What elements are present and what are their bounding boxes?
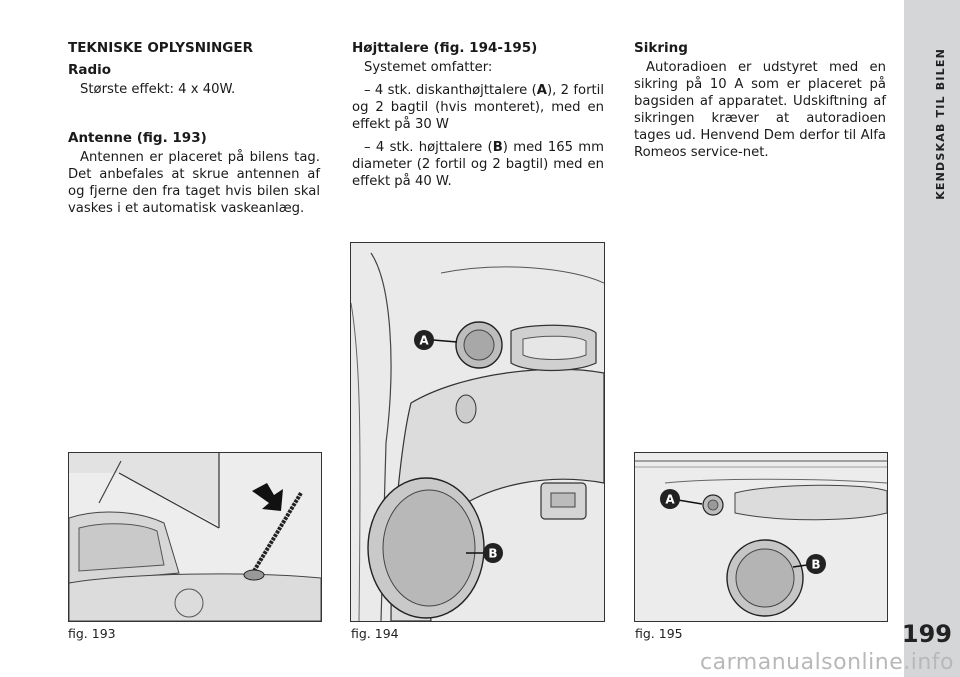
figure-194-door-speakers: A B xyxy=(350,242,605,622)
watermark: carmanualsonline.info xyxy=(700,650,954,675)
column-middle: Højttalere (fig. 194-195) Systemet omfat… xyxy=(352,40,604,196)
caption-fig-194: fig. 194 xyxy=(351,626,399,641)
antenna-text: Antennen er placeret på bilens tag. Det … xyxy=(68,150,320,216)
chapter-sidebar: KENDSKAB TIL BILEN 199 xyxy=(901,0,960,677)
caption-fig-193: fig. 193 xyxy=(68,626,116,641)
callout-a-fig195: A xyxy=(665,493,675,507)
speakers-intro: Systemet omfatter: xyxy=(364,60,493,75)
figure-193-antenna xyxy=(68,452,322,622)
caption-fig-195: fig. 195 xyxy=(635,626,683,641)
figure-195-rear-speakers: A B xyxy=(634,452,888,622)
radio-text: Største effekt: 4 x 40W. xyxy=(80,82,236,97)
section-heading: TEKNISKE OPLYSNINGER xyxy=(68,40,254,56)
callout-b-fig195: B xyxy=(811,558,820,572)
column-right: Sikring Autoradioen er udstyret med en s… xyxy=(634,40,886,167)
fuse-title: Sikring xyxy=(634,40,688,56)
speakers-item-a: – 4 stk. diskanthøjttalere (A), 2 fortil… xyxy=(352,83,604,132)
page-number: 199 xyxy=(901,620,952,648)
radio-title: Radio xyxy=(68,62,112,78)
fuse-text: Autoradioen er udstyret med en sikring p… xyxy=(634,60,886,160)
column-left: TEKNISKE OPLYSNINGER Radio Største effek… xyxy=(68,40,320,223)
callout-b-fig194: B xyxy=(488,547,497,561)
chapter-title: KENDSKAB TIL BILEN xyxy=(934,48,947,200)
callout-a-fig194: A xyxy=(419,334,429,348)
antenna-title: Antenne (fig. 193) xyxy=(68,130,207,146)
speakers-title: Højttalere (fig. 194-195) xyxy=(352,40,538,56)
speakers-item-b: – 4 stk. højttalere (B) med 165 mm diame… xyxy=(352,140,604,189)
